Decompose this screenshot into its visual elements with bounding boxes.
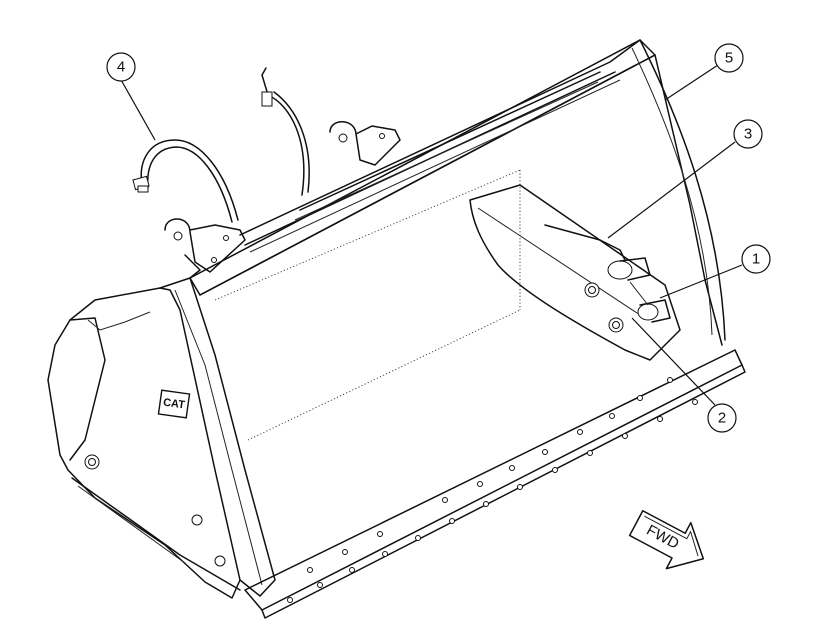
cutting-edge-bolt-holes <box>287 377 698 603</box>
sensor-bracket <box>469 184 681 361</box>
leader-3 <box>607 141 736 239</box>
left-end-plate <box>47 287 241 599</box>
hinge-bracket-left <box>164 218 246 279</box>
hinge-bracket-right <box>329 121 401 166</box>
callout-3-label: 3 <box>744 126 752 143</box>
callout-2-label: 2 <box>718 410 726 427</box>
top-rail <box>239 39 641 253</box>
wiring-harness <box>132 67 310 223</box>
callout-1-label: 1 <box>752 251 760 268</box>
leader-5 <box>664 64 719 101</box>
leader-2 <box>631 317 716 406</box>
callout-5-label: 5 <box>725 50 733 67</box>
callout-4-label: 4 <box>117 59 125 76</box>
leader-4 <box>119 77 156 141</box>
cat-logo: CAT <box>157 389 191 419</box>
callout-3: 3 <box>733 119 763 149</box>
cat-logo-text: CAT <box>162 397 186 412</box>
leader-1 <box>659 264 743 299</box>
callout-2: 2 <box>707 403 737 433</box>
fwd-arrow: FWD <box>628 509 705 570</box>
callout-5: 5 <box>714 43 744 73</box>
callout-4: 4 <box>106 52 136 82</box>
sensor-cylinder <box>607 257 671 323</box>
bucket-shell <box>159 39 746 619</box>
callout-1: 1 <box>741 244 771 274</box>
